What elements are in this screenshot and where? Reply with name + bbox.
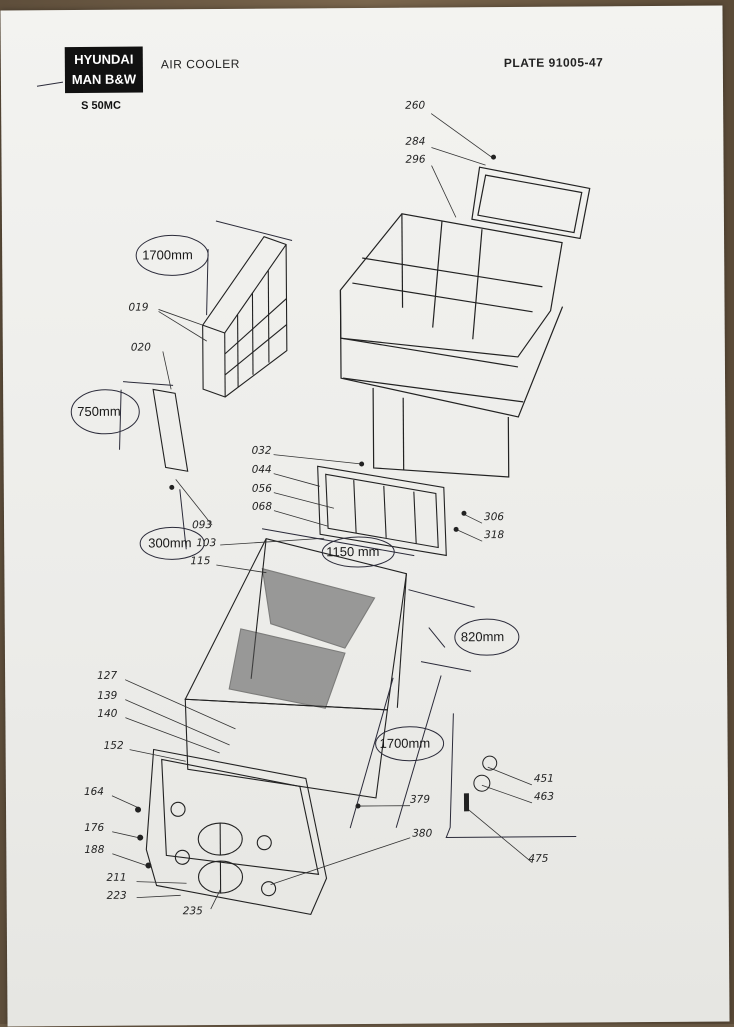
- dimension-element-width: 1150 mm: [326, 544, 379, 559]
- cooler-element-115: [184, 538, 408, 800]
- part-number-296: 296: [405, 154, 425, 166]
- cover-plate-020: [153, 389, 188, 471]
- part-number-044: 044: [252, 464, 272, 476]
- drawing-sheet: HYUNDAI MAN B&W S 50MC AIR COOLER PLATE …: [0, 5, 729, 1026]
- part-number-235: 235: [183, 905, 203, 917]
- part-number-188: 188: [84, 844, 104, 856]
- part-number-380: 380: [412, 828, 432, 840]
- water-separator-019: [202, 237, 287, 398]
- part-number-103: 103: [196, 537, 216, 549]
- hand-annotations: [37, 79, 576, 841]
- dimension-separator-length: 1700mm: [142, 247, 193, 262]
- part-number-115: 115: [190, 555, 210, 567]
- part-number-451: 451: [534, 773, 554, 785]
- part-number-140: 140: [97, 708, 117, 720]
- part-number-032: 032: [252, 445, 272, 457]
- end-cover-044: [318, 465, 447, 556]
- dimension-element-height: 820mm: [461, 629, 504, 644]
- part-number-211: 211: [106, 872, 126, 884]
- part-number-379: 379: [410, 794, 430, 806]
- cooler-housing: [340, 166, 592, 478]
- part-number-463: 463: [534, 791, 554, 803]
- dimension-cover-height: 750mm: [77, 404, 120, 419]
- part-number-056: 056: [252, 483, 272, 495]
- part-number-019: 019: [128, 302, 148, 314]
- part-number-164: 164: [84, 786, 104, 798]
- part-number-020: 020: [131, 341, 151, 353]
- part-number-068: 068: [252, 501, 272, 513]
- part-number-475: 475: [528, 853, 548, 865]
- part-number-260: 260: [405, 100, 425, 112]
- part-number-284: 284: [405, 136, 425, 148]
- part-number-093: 093: [192, 519, 212, 531]
- part-number-139: 139: [97, 690, 117, 702]
- part-number-152: 152: [104, 740, 124, 752]
- dimension-cover-width: 300mm: [148, 535, 191, 550]
- part-number-318: 318: [484, 529, 504, 541]
- reversing-chamber-235: [146, 748, 327, 915]
- part-number-127: 127: [97, 670, 117, 682]
- part-number-223: 223: [107, 890, 127, 902]
- part-number-306: 306: [484, 511, 504, 523]
- part-number-176: 176: [84, 822, 104, 834]
- leader-lines: [107, 113, 533, 910]
- dimension-element-length: 1700mm: [380, 736, 431, 751]
